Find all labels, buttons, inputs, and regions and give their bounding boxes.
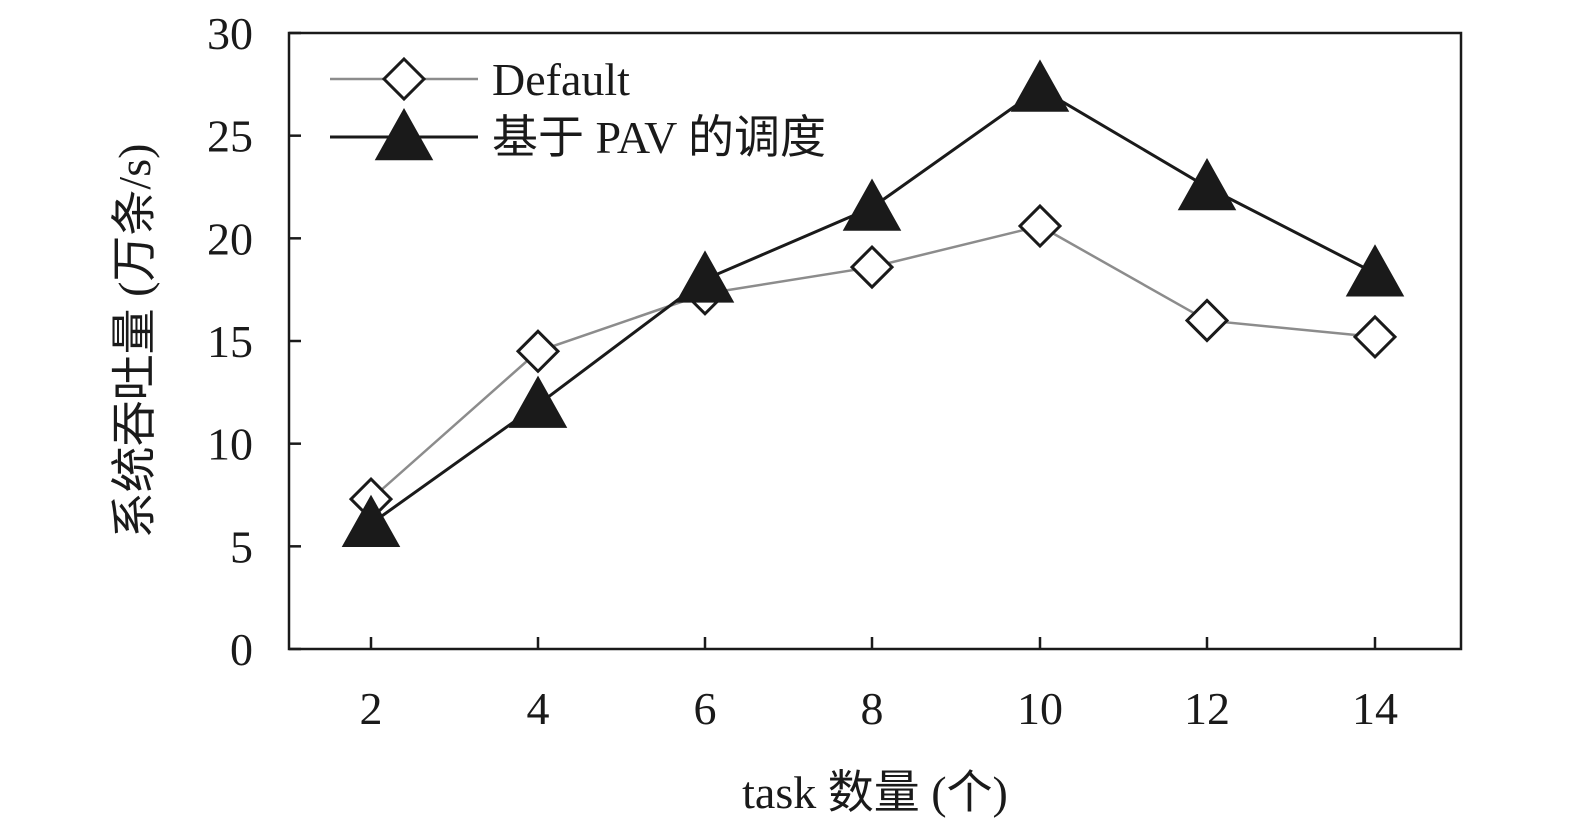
data-point-diamond	[1017, 203, 1063, 249]
y-axis-title: 系统吞吐量 (万条/s)	[109, 144, 160, 539]
plot-frame	[287, 31, 1463, 651]
data-point-triangle	[675, 250, 735, 303]
y-tick-label: 10	[207, 419, 253, 470]
data-point-diamond	[1352, 314, 1398, 360]
legend-marker-triangle	[374, 107, 434, 161]
x-tick-label: 14	[1352, 683, 1398, 734]
y-tick-label: 15	[207, 316, 253, 367]
legend-marker-diamond	[381, 56, 427, 102]
data-point-diamond	[849, 244, 895, 290]
y-tick-label: 5	[230, 521, 253, 572]
y-tick-label: 30	[207, 8, 253, 59]
legend-label: 基于 PAV 的调度	[492, 112, 826, 163]
data-point-triangle	[1010, 59, 1070, 112]
data-point-diamond	[515, 329, 561, 374]
legend: Default 基于 PAV 的调度	[330, 54, 826, 163]
y-tick-label: 20	[207, 213, 253, 264]
data-point-triangle	[508, 375, 568, 428]
series-2	[341, 59, 1405, 547]
x-tick-label: 10	[1017, 683, 1063, 734]
y-tick-label: 0	[230, 624, 253, 675]
x-tick-label: 4	[527, 683, 550, 734]
x-axis-title: task 数量 (个)	[742, 767, 1008, 818]
series-1	[348, 203, 1398, 522]
data-point-triangle	[842, 178, 902, 231]
x-tick-label: 12	[1184, 683, 1230, 734]
data-point-triangle	[341, 494, 401, 547]
series-layer	[341, 59, 1405, 547]
y-tick-label: 25	[207, 111, 253, 162]
x-axis-ticks: 2 4 6 8 10 12 14	[360, 637, 1398, 734]
legend-label: Default	[492, 54, 630, 105]
x-tick-label: 6	[694, 683, 717, 734]
y-axis-ticks: 0 5 10 15 20 25 30	[207, 8, 301, 675]
data-point-triangle	[1345, 244, 1405, 297]
x-tick-label: 2	[360, 683, 383, 734]
x-tick-label: 8	[861, 683, 884, 734]
data-point-triangle	[1177, 157, 1237, 211]
data-point-diamond	[1184, 298, 1230, 343]
